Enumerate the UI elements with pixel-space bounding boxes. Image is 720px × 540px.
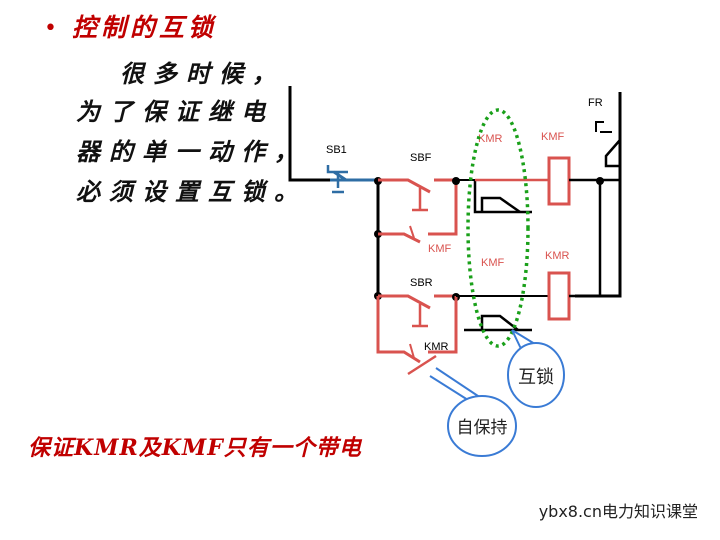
bullet-dot: • [44, 16, 57, 41]
kmf-interlock-label: KMF [481, 257, 505, 269]
fr-actuator [595, 121, 612, 133]
kmf-aux-contact [378, 180, 458, 244]
kmf-aux-label: KMF [428, 243, 452, 255]
kmr-aux-label: KMR [424, 341, 449, 353]
body-line-1: 很多时候， [120, 59, 285, 88]
sbr-label: SBR [410, 277, 433, 289]
self-hold-callout-text: 自保持 [457, 418, 508, 437]
sbr-contact [378, 294, 456, 310]
interlock-highlight-ellipse [466, 108, 530, 348]
kmr-aux-actuator [409, 343, 415, 359]
body-line-4: 必须设置互锁。 [76, 177, 307, 206]
sbr-actuator [412, 304, 428, 328]
wire-left-rail [288, 86, 330, 182]
sbf-contact [378, 178, 456, 194]
kmr-aux-blade [407, 354, 437, 376]
interlock-callout-bubble [507, 342, 565, 408]
kmr-interlock-label: KMR [478, 133, 503, 145]
note-text: 保证KMR及KMF只有一个带电 [28, 435, 362, 461]
self-hold-callout-bubble [447, 395, 517, 457]
interlock-callout-text: 互锁 [518, 367, 554, 387]
fr-contact [604, 92, 622, 180]
slide-title: 控制的互锁 [72, 13, 218, 42]
sbf-label: SBF [410, 152, 432, 164]
kmr-aux-contact [376, 296, 458, 364]
kmf-coil [547, 156, 571, 206]
watermark: ybx8.cn电力知识课堂 [538, 498, 698, 522]
kmr-coil-label: KMR [545, 250, 570, 262]
body-line-3: 器的单一动作， [76, 137, 307, 166]
body-line-2: 为了保证继电 [76, 97, 274, 126]
kmr-coil [547, 271, 571, 321]
kmr-interlock-nc [473, 180, 532, 214]
sb1-label: SB1 [326, 144, 347, 156]
kmf-coil-label: KMF [541, 131, 565, 143]
fr-label: FR [588, 97, 603, 109]
self-hold-callout-pointer [429, 367, 485, 401]
kmf-aux-actuator [409, 225, 415, 239]
kmr-interlock-contact [480, 196, 521, 214]
sb1-actuator [326, 165, 348, 194]
kmf-interlock-contact [480, 314, 519, 331]
sbf-actuator [412, 188, 428, 212]
